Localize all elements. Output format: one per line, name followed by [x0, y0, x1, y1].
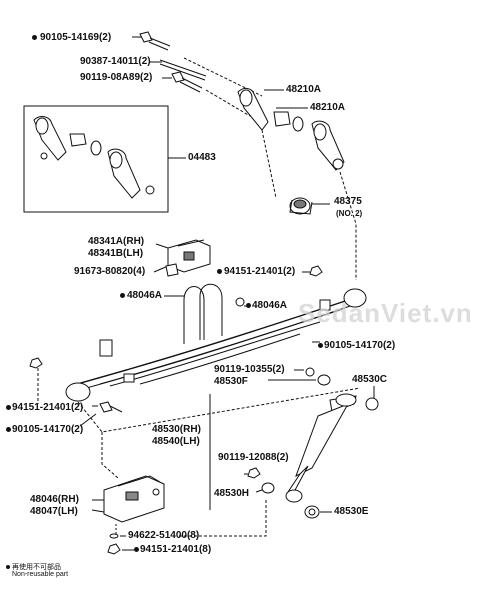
- shackle-48210A-icon: [237, 87, 345, 171]
- callout-48530E[interactable]: 48530E: [334, 506, 369, 517]
- non-reusable-marker: [32, 35, 37, 40]
- callout-48530F[interactable]: 48530F: [214, 376, 248, 387]
- bolt-90119-08A89-icon: [171, 71, 203, 93]
- callout-94622-51400[interactable]: 94622-51400(8): [128, 530, 200, 541]
- callout-48046-RH[interactable]: 48046(RH): [30, 494, 79, 505]
- legend-text-en: Non-reusable part: [12, 571, 69, 578]
- bushing-48530H-icon: [261, 482, 275, 494]
- u-bolt-48046A-icon: [183, 283, 245, 344]
- callout-90119-10355[interactable]: 90119-10355(2): [214, 364, 285, 375]
- non-reusable-marker: [318, 343, 323, 348]
- nut-48530C-icon: [365, 397, 379, 411]
- pin-90387-14011-icon: [159, 59, 207, 81]
- bushing-48530E-icon: [304, 505, 320, 519]
- shackle-kit-04483-icon: [33, 116, 155, 199]
- callout-94151-21401-lower[interactable]: 94151-21401(8): [140, 544, 212, 555]
- bushing-48530F-icon: [305, 367, 331, 386]
- legend-text-jp: 再使用不可部品: [12, 564, 61, 571]
- callout-48210A-lower[interactable]: 48210A: [310, 102, 346, 113]
- non-reusable-marker: [217, 269, 222, 274]
- nut-90119-12088-icon: [247, 467, 261, 479]
- callout-90105-14170-right[interactable]: 90105-14170(2): [324, 340, 396, 351]
- callout-94151-21401-upper[interactable]: 94151-21401(2): [224, 266, 296, 277]
- nut-94151-upper-icon: [309, 265, 323, 277]
- callout-48341A[interactable]: 48341A(RH): [88, 236, 145, 247]
- callout-48375-note: (NO. 2): [336, 209, 363, 218]
- non-reusable-marker: [120, 293, 125, 298]
- callout-48540-LH[interactable]: 48540(LH): [152, 436, 200, 447]
- watermark: SedanViet.vn: [298, 298, 473, 328]
- callout-90387-14011[interactable]: 90387-14011(2): [80, 56, 151, 67]
- bolt-91673-icon: [165, 263, 179, 277]
- non-reusable-marker: [246, 303, 251, 308]
- nut-94151-lower-icon: [107, 543, 121, 555]
- non-reusable-marker: [6, 405, 11, 410]
- callout-48046A-right[interactable]: 48046A: [252, 300, 288, 311]
- callout-48341B[interactable]: 48341B(LH): [88, 248, 144, 259]
- bolt-90105-14170-left-icon: [99, 401, 123, 413]
- shock-absorber-48530-icon: [285, 393, 357, 503]
- callout-48210A-upper[interactable]: 48210A: [286, 84, 322, 95]
- callout-48530-RH[interactable]: 48530(RH): [152, 424, 201, 435]
- callout-48047-LH[interactable]: 48047(LH): [30, 506, 78, 517]
- callout-48530H[interactable]: 48530H: [214, 488, 250, 499]
- callout-90119-12088[interactable]: 90119-12088(2): [218, 452, 289, 463]
- callout-48375[interactable]: 48375: [334, 196, 362, 207]
- callout-90105-14170-left[interactable]: 90105-14170(2): [12, 424, 84, 435]
- bushing-48375-icon: [289, 197, 313, 215]
- callout-90105-14169[interactable]: 90105-14169(2): [40, 32, 112, 43]
- legend-marker: [6, 565, 10, 569]
- leaf-spring-icon: [65, 288, 367, 402]
- callout-90119-08A89[interactable]: 90119-08A89(2): [80, 72, 153, 83]
- non-reusable-marker: [6, 427, 11, 432]
- callout-04483[interactable]: 04483: [188, 152, 216, 163]
- washer-94622-icon: [109, 533, 119, 539]
- bolt-90105-14169-icon: [139, 31, 171, 51]
- non-reusable-marker: [134, 547, 139, 552]
- nut-94151-left-icon: [29, 357, 43, 369]
- callout-48046A-left[interactable]: 48046A: [127, 290, 163, 301]
- spring-seat-48046-icon: [103, 475, 165, 523]
- callout-94151-21401-left[interactable]: 94151-21401(2): [12, 402, 84, 413]
- callout-48530C[interactable]: 48530C: [352, 374, 388, 385]
- callout-91673-80820[interactable]: 91673-80820(4): [74, 266, 146, 277]
